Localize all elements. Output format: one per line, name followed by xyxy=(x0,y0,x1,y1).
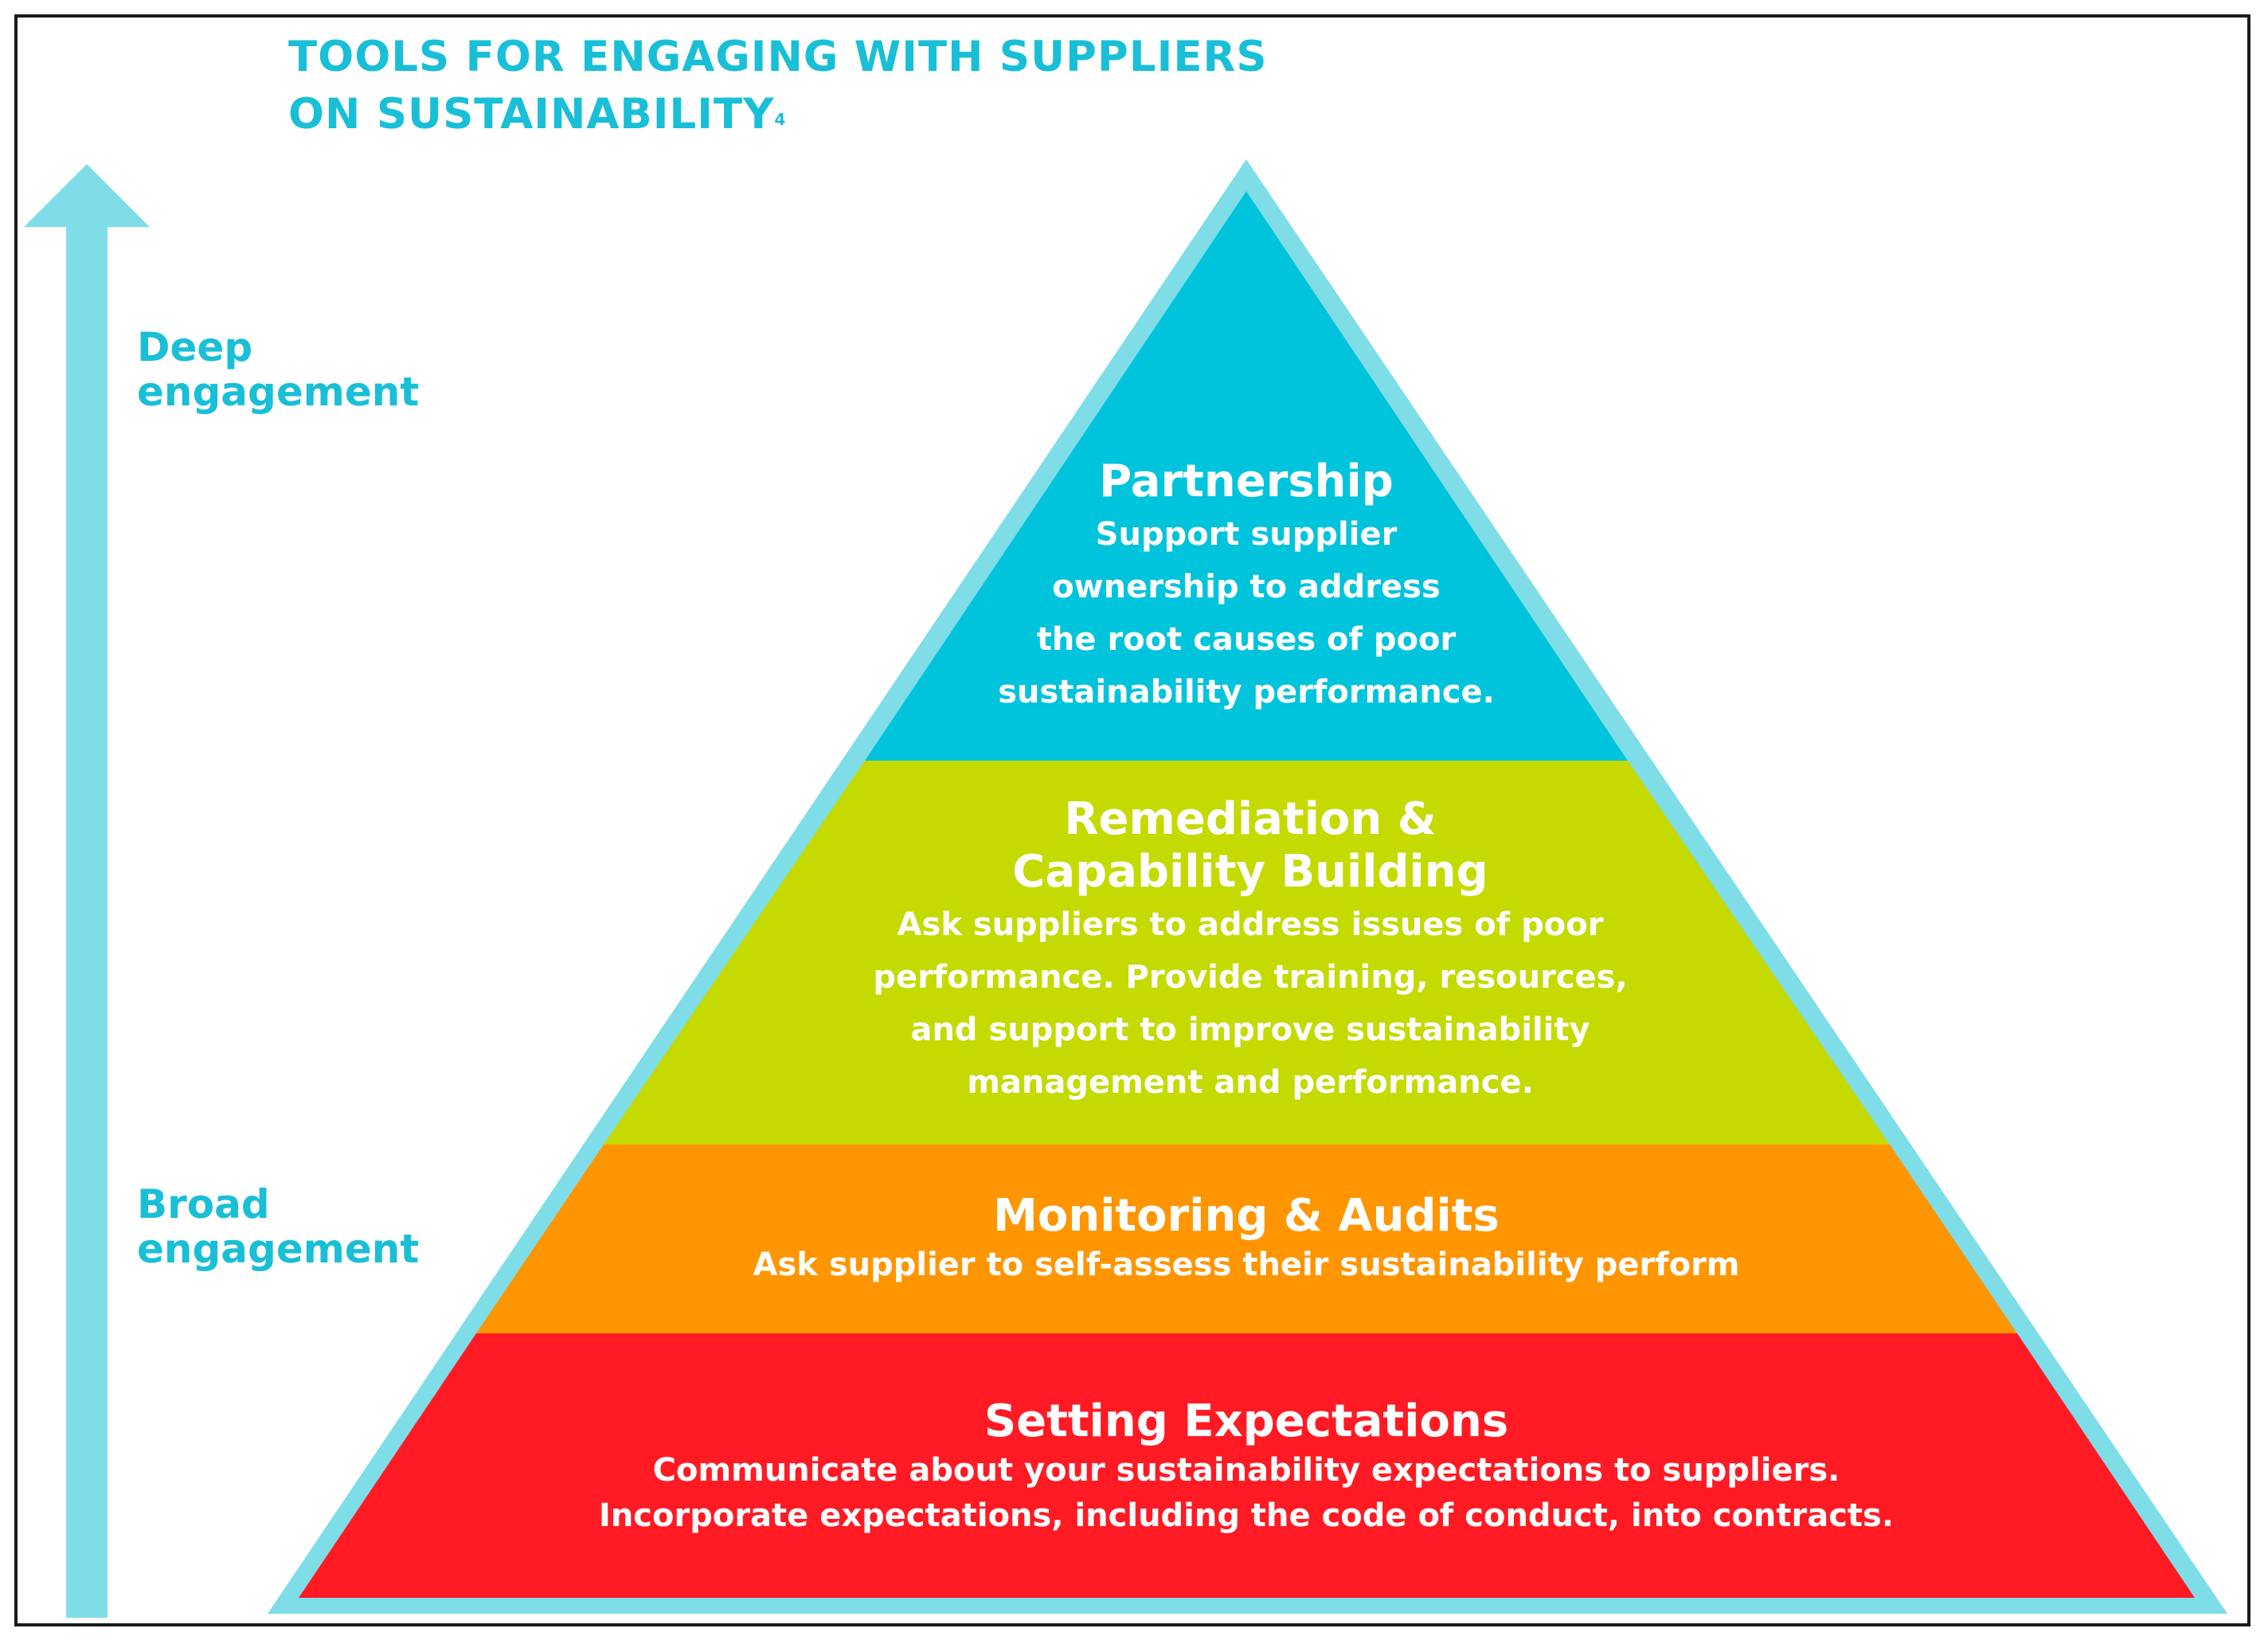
tier-title-line: Remediation & xyxy=(1064,793,1437,845)
tier-partnership: Partnership Support supplier ownership t… xyxy=(998,456,1495,718)
title-footnote: 4 xyxy=(774,110,787,129)
tier-monitoring: Monitoring & Audits Ask supplier to self… xyxy=(753,1190,1740,1287)
diagram-title: TOOLS FOR ENGAGING WITH SUPPLIERS ON SUS… xyxy=(288,29,1268,143)
tier-band-remediation xyxy=(604,761,1890,1145)
tier-title: Partnership xyxy=(1099,456,1394,507)
tier-description-line: management and performance. xyxy=(967,1064,1534,1101)
deep-engagement-line-1: Deep xyxy=(137,324,253,370)
tier-description-line: the root causes of poor xyxy=(1036,621,1457,658)
up-arrow-icon xyxy=(24,164,150,1618)
tier-description-line: Support supplier xyxy=(1095,516,1398,553)
arrow-head xyxy=(24,164,150,227)
tier-description: Communicate about your sustainability ex… xyxy=(599,1448,1894,1539)
arrow-shaft xyxy=(66,221,108,1618)
tier-description-line: Ask supplier to self-assess their sustai… xyxy=(753,1247,1740,1283)
tier-description: Ask supplier to self-assess their sustai… xyxy=(753,1243,1740,1287)
tier-description-line: ownership to address xyxy=(1052,569,1441,605)
tier-description-line: Incorporate expectations, including the … xyxy=(598,1497,1895,1534)
broad-engagement-line-2: engagement xyxy=(137,1226,420,1272)
tier-description-line: Communicate about your sustainability ex… xyxy=(652,1452,1840,1489)
tier-description: Support supplier ownership to address th… xyxy=(998,508,1495,718)
tier-description-line: Ask suppliers to address issues of poor xyxy=(897,906,1604,943)
tier-description: Ask suppliers to address issues of poor … xyxy=(873,898,1627,1109)
deep-engagement-label: Deep engagement xyxy=(137,325,419,414)
tier-title-line: Capability Building xyxy=(1012,846,1488,898)
broad-engagement-line-1: Broad xyxy=(137,1181,270,1227)
tier-title: Monitoring & Audits xyxy=(993,1190,1500,1242)
tier-title: Remediation & Capability Building xyxy=(873,793,1627,898)
tier-band-partnership xyxy=(865,191,1628,761)
tier-remediation: Remediation & Capability Building Ask su… xyxy=(873,793,1627,1109)
tier-description-line: sustainability performance. xyxy=(998,674,1495,710)
broad-engagement-label: Broad engagement xyxy=(137,1182,419,1271)
title-line-2-text: ON SUSTAINABILITY xyxy=(288,90,775,139)
title-line-1: TOOLS FOR ENGAGING WITH SUPPLIERS xyxy=(288,33,1268,81)
tier-title: Setting Expectations xyxy=(983,1395,1509,1447)
tier-description-line: and support to improve sustainability xyxy=(910,1012,1590,1048)
tier-setting: Setting Expectations Communicate about y… xyxy=(599,1395,1894,1539)
tier-band-monitoring xyxy=(476,1145,2017,1333)
deep-engagement-line-2: engagement xyxy=(137,369,420,415)
tier-band-setting xyxy=(299,1333,2195,1598)
tier-description-line: performance. Provide training, resources… xyxy=(873,959,1628,996)
title-line-2: ON SUSTAINABILITY4 xyxy=(288,86,1268,143)
